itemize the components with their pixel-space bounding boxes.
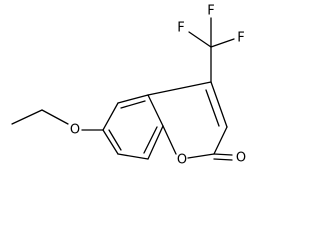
trifluoromethyl-group: F F F — [177, 4, 245, 83]
bond-c4a-c5 — [117, 94, 149, 104]
ring-oxygen: O — [177, 153, 187, 168]
bond-c4a-c4 — [147, 81, 212, 96]
pyrone-ring — [147, 81, 228, 159]
bond-c-f-left — [188, 31, 212, 48]
bond-c7-c8 — [117, 153, 149, 160]
bond-c6-c7-inner — [108, 129, 122, 151]
bond-c6-c7 — [102, 129, 119, 155]
bond-c-f-right — [210, 38, 235, 48]
ethoxy-group: O — [11, 109, 104, 138]
fluorine-left: F — [177, 21, 184, 36]
bond-c5-c5-inner — [120, 100, 146, 109]
ether-oxygen: O — [70, 123, 80, 138]
bond-c8-c8a — [147, 125, 164, 160]
carbonyl-oxygen: O — [236, 151, 246, 166]
bond-ch2-ch3 — [11, 109, 43, 125]
bond-c8-c8a-inner — [143, 126, 158, 154]
bond-c8a-c4a — [147, 94, 164, 127]
bond-c3-c2 — [213, 126, 228, 155]
bond-c4-c3-inner — [205, 89, 220, 127]
bond-c2-o-double-a — [213, 153, 233, 156]
bond-c4-c3 — [210, 81, 228, 128]
carbonyl-group: O — [213, 151, 246, 166]
chemical-structure-diagram: F F F O O O — [11, 4, 246, 168]
bond-o1-c8a — [162, 125, 177, 155]
benzene-ring — [102, 94, 164, 160]
fluorine-right: F — [237, 31, 244, 46]
bond-c2-o-double-b — [213, 158, 233, 161]
bond-c5-c6 — [102, 102, 119, 131]
bond-c2-o1 — [187, 153, 215, 159]
bond-o-ch2 — [41, 109, 69, 125]
fluorine-top: F — [207, 4, 214, 19]
